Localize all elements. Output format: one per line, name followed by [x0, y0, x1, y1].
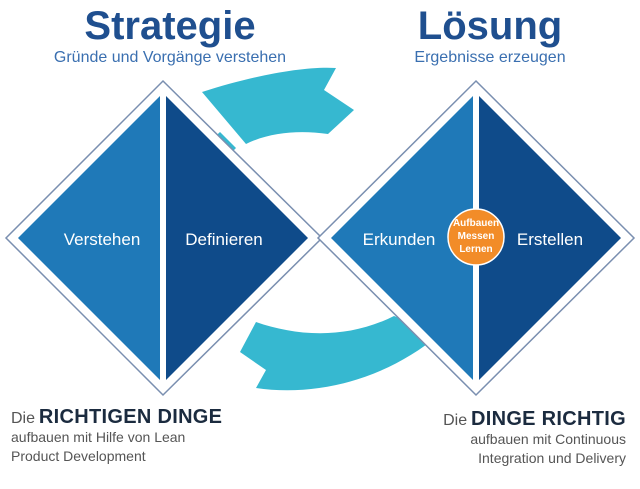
- caption-left-line1: aufbauen mit Hilfe von Lean: [11, 429, 186, 445]
- build-measure-learn-badge: [447, 208, 505, 266]
- caption-right-strong: DINGE RICHTIG: [470, 408, 626, 430]
- caption-right-line2: Integration und Delivery: [478, 450, 626, 466]
- solution-subtitle: Ergebnisse erzeugen: [414, 49, 566, 66]
- solution-title: Lösung: [417, 4, 563, 48]
- caption-left-line2: Product Development: [11, 448, 146, 464]
- strategy-left-half: [18, 96, 160, 380]
- arrow-top: [202, 67, 354, 144]
- caption-right-line1: aufbauen mit Continuous: [470, 431, 626, 447]
- strategy-right-half: [166, 96, 308, 380]
- label-definieren: Definieren: [185, 230, 263, 249]
- arrow-bottom: [240, 316, 440, 391]
- strategy-header: Strategie Gründe und Vorgänge verstehen: [40, 6, 300, 67]
- solution-header: Lösung Ergebnisse erzeugen: [380, 6, 600, 67]
- badge-line-aufbauen: Aufbauen: [453, 218, 499, 229]
- strategy-title: Strategie: [84, 4, 256, 48]
- label-erkunden: Erkunden: [363, 230, 436, 249]
- strategy-diamond-outline: [4, 79, 324, 397]
- label-verstehen: Verstehen: [64, 230, 141, 249]
- caption-left-strong: RICHTIGEN DINGE: [38, 406, 223, 428]
- label-erstellen: Erstellen: [517, 230, 583, 249]
- badge-line-lernen: Lernen: [459, 244, 492, 255]
- badge-line-messen: Messen: [458, 231, 495, 242]
- caption-left-lead: Die: [11, 410, 36, 427]
- caption-right-lead: Die: [443, 412, 468, 429]
- solution-right-half: [479, 96, 621, 380]
- strategy-subtitle: Gründe und Vorgänge verstehen: [53, 49, 287, 66]
- caption-left: Die RICHTIGEN DINGE aufbauen mit Hilfe v…: [11, 406, 291, 466]
- caption-right: Die DINGE RICHTIG aufbauen mit Continuou…: [326, 408, 626, 468]
- solution-left-half: [331, 96, 473, 380]
